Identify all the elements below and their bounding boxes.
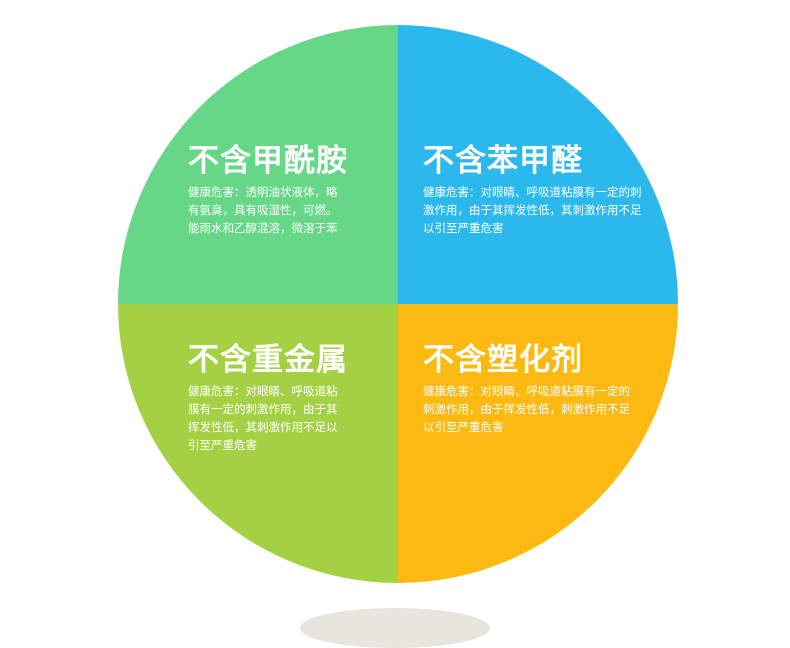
quadrant-description: 健康危害：透明油状液体，略有氨臭，具有吸湿性，可燃。能雨水和乙醇混溶，微溶于苯 [188,185,338,235]
quadrant-description: 健康危害：对眼睛、呼吸道粘膜有一定的刺激作用，由于挥发性低，刺激作用不足以引至严… [423,384,630,434]
quadrant-description: 健康危害：对眼睛、呼吸道粘膜有一定的刺激作用，由于其挥发性低，其刺激作用不足以引… [188,384,338,452]
quadrant-description: 健康危害：对眼睛、呼吸道粘膜有一定的刺激作用，由于其挥发性低，其刺激作用不足以引… [423,185,642,235]
feature-circle: 不含甲酰胺 健康危害：透明油状液体，略有氨臭，具有吸湿性，可燃。能雨水和乙醇混溶… [118,25,678,583]
quadrant-no-heavy-metals: 不含重金属 健康危害：对眼睛、呼吸道粘膜有一定的刺激作用，由于其挥发性低，其刺激… [118,304,398,583]
bottom-shadow-arc [300,608,490,648]
quadrant-title: 不含甲酰胺 [188,143,348,179]
quadrant-title: 不含苯甲醛 [423,143,583,179]
quadrant-no-benzaldehyde: 不含苯甲醛 健康危害：对眼睛、呼吸道粘膜有一定的刺激作用，由于其挥发性低，其刺激… [398,25,678,304]
quadrant-title: 不含塑化剂 [423,342,583,378]
quadrant-title: 不含重金属 [188,342,348,378]
quadrant-no-formamide: 不含甲酰胺 健康危害：透明油状液体，略有氨臭，具有吸湿性，可燃。能雨水和乙醇混溶… [118,25,398,304]
quadrant-no-plasticizer: 不含塑化剂 健康危害：对眼睛、呼吸道粘膜有一定的刺激作用，由于挥发性低，刺激作用… [398,304,678,583]
